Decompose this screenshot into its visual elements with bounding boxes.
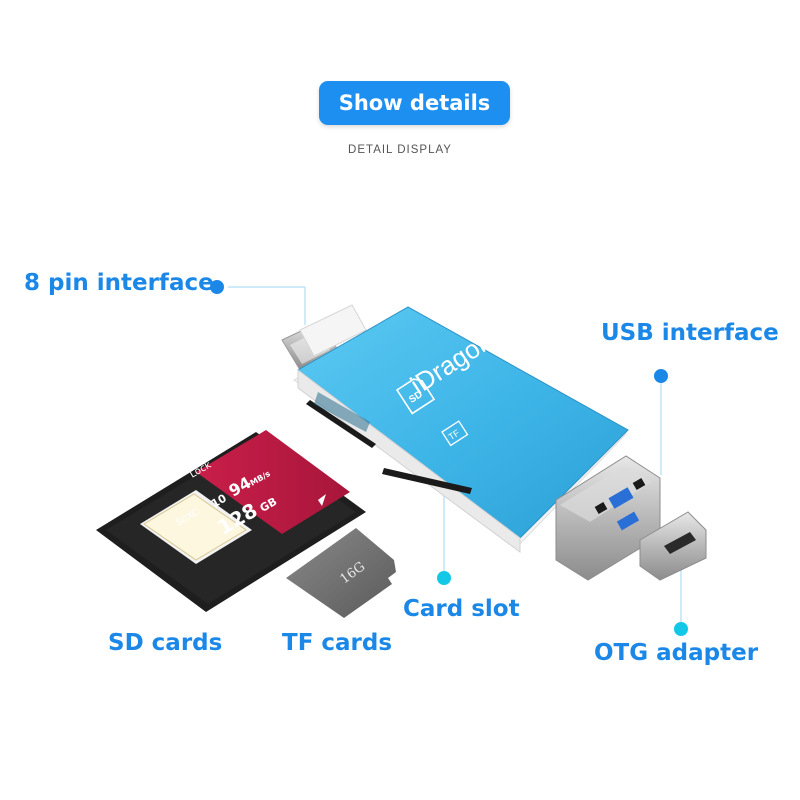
usb-interface-label: USB interface [601, 320, 779, 346]
otg-pointer-dot [674, 622, 688, 636]
usb-pointer-dot [654, 369, 668, 383]
otg-adapter-label: OTG adapter [594, 640, 759, 666]
pin-pointer-dot [210, 280, 224, 294]
usb-otg-connector [555, 455, 707, 581]
lightning-connector [281, 304, 367, 371]
show-details-badge: Show details [319, 81, 510, 125]
sd-card-illustration: 10 94 MB/s 128 GB Lock SDXC [96, 430, 366, 612]
tf-cards-label: TF cards [282, 630, 393, 656]
pin-interface-label: 8 pin interface [24, 270, 214, 296]
tf-card-illustration: 16G [286, 528, 396, 618]
slot-pointer-dot [437, 571, 451, 585]
card-slot-label: Card slot [403, 596, 520, 622]
sd-cards-label: SD cards [108, 630, 223, 656]
detail-display-subtitle: DETAIL DISPLAY [348, 144, 452, 156]
card-reader-body: iDragon SD TF [293, 306, 629, 553]
badge-text: Show details [338, 91, 491, 115]
